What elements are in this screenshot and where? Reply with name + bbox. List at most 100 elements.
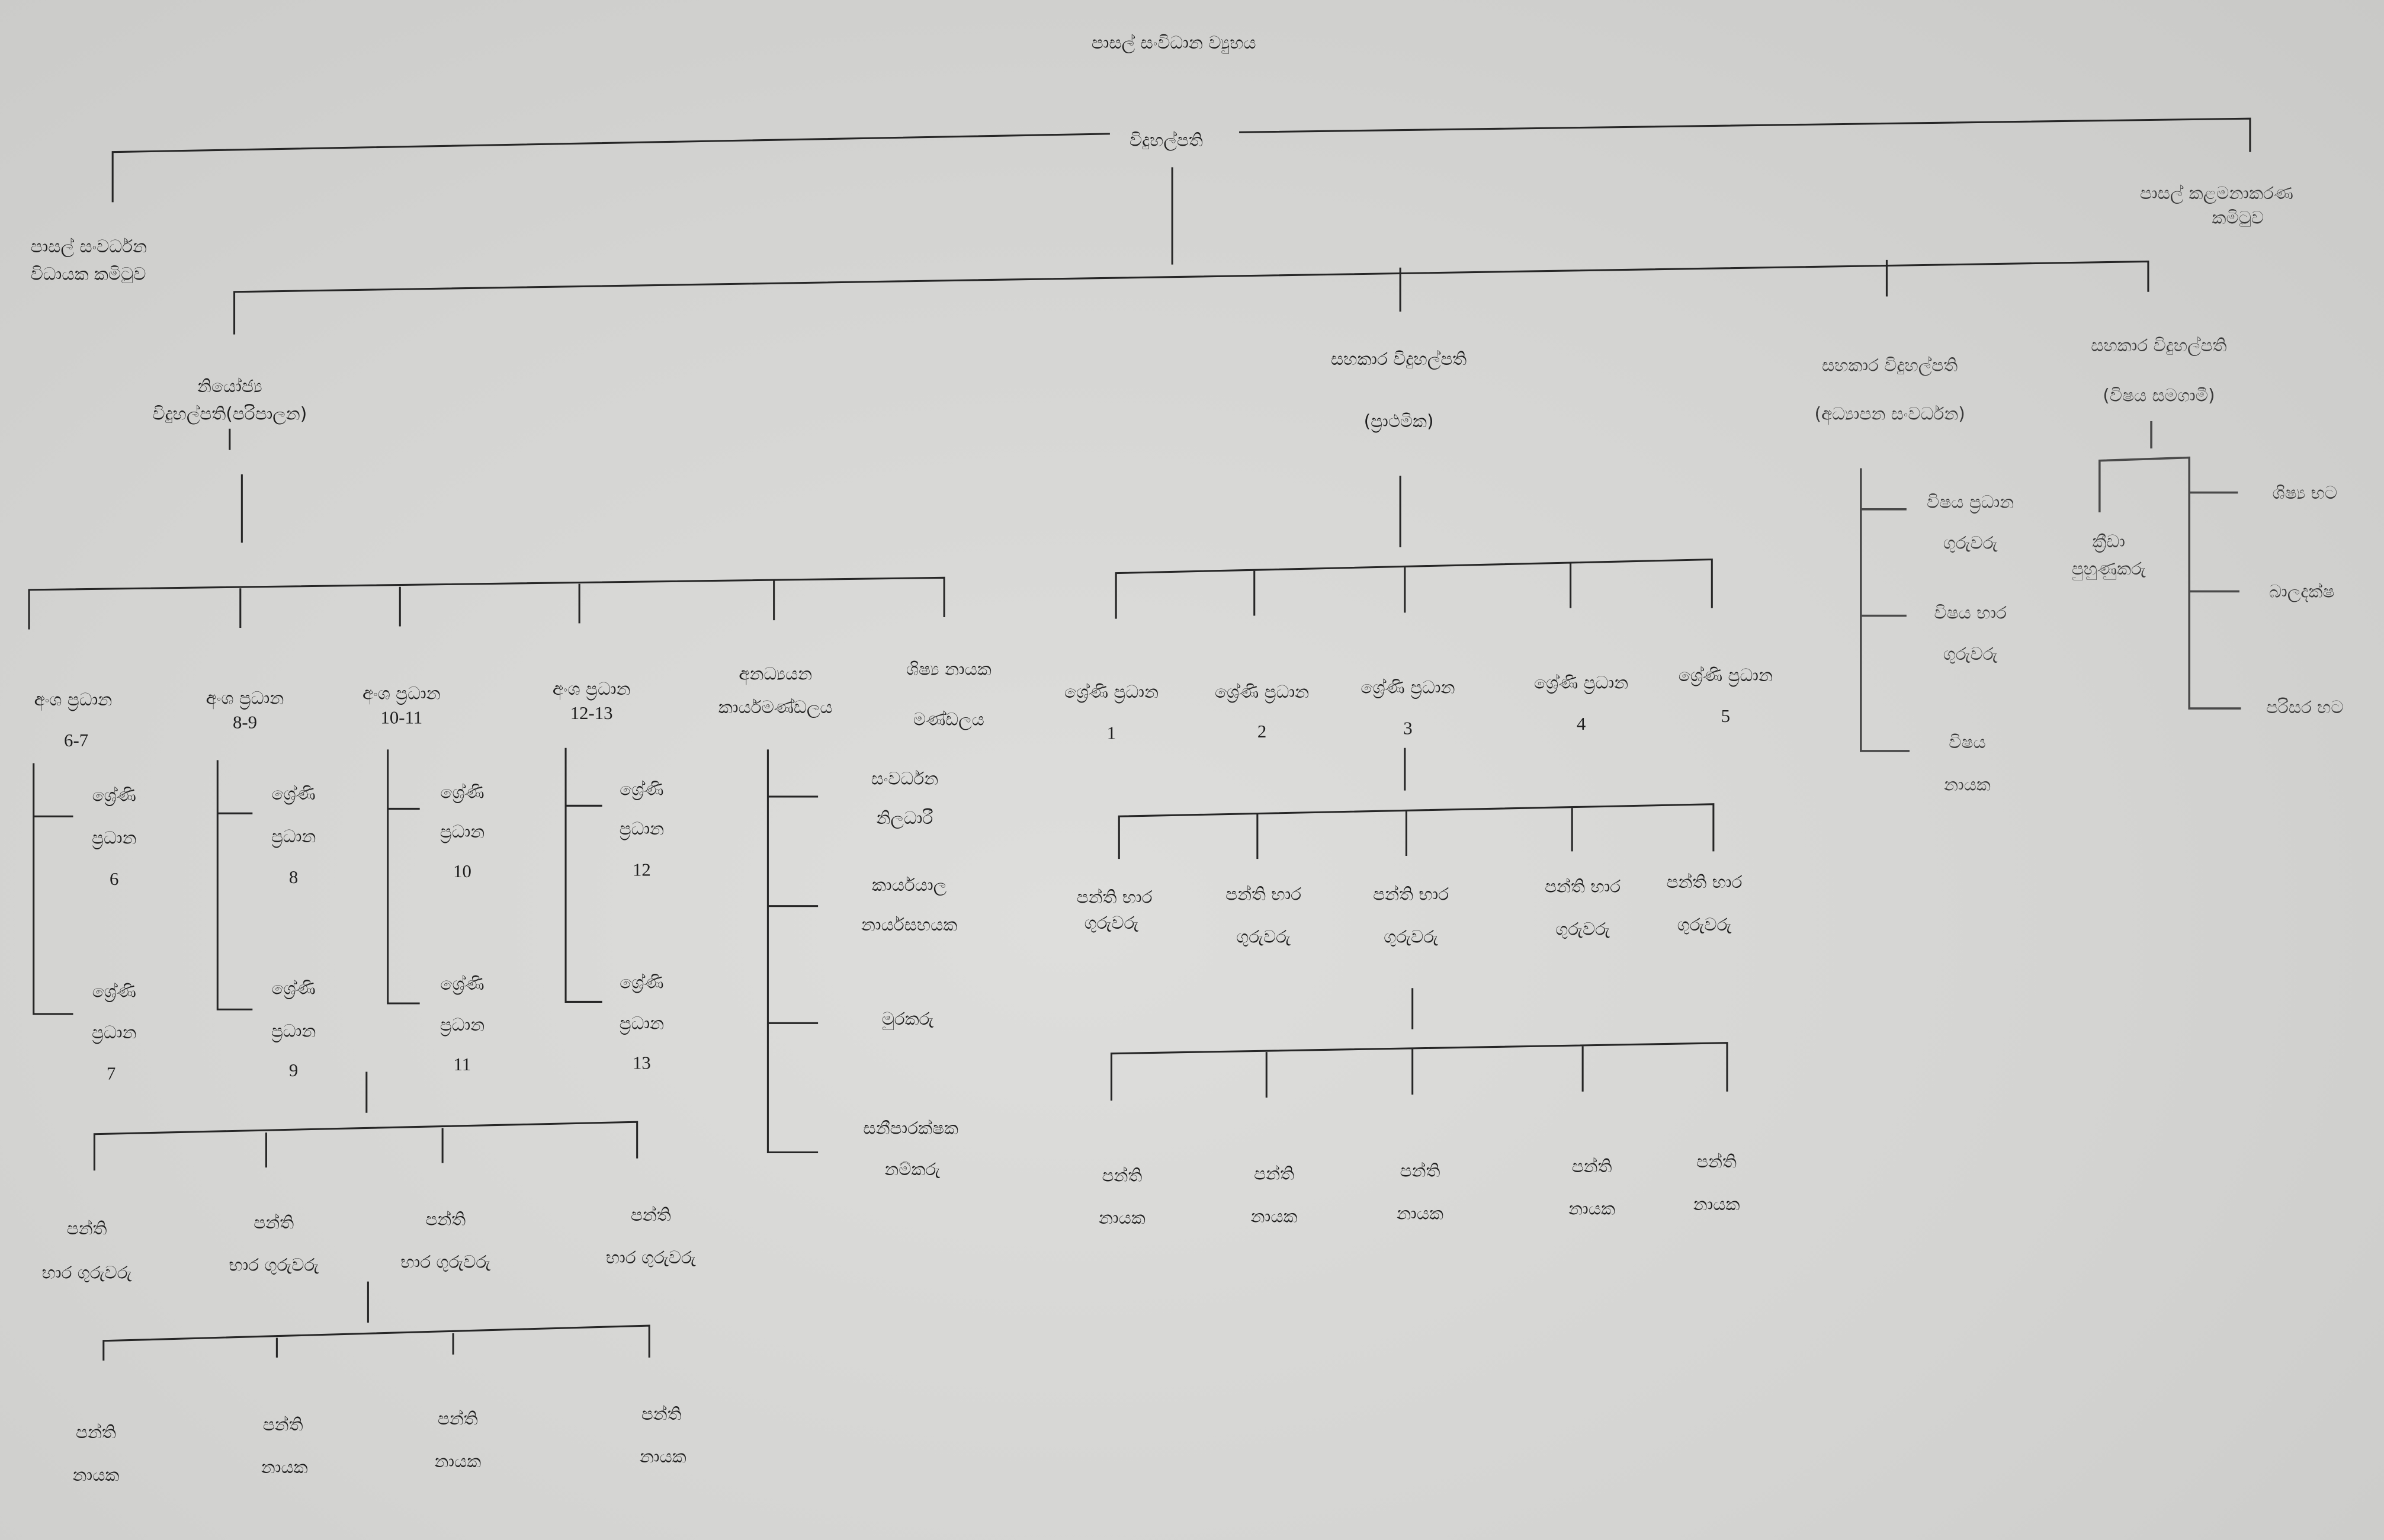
class-monitor-label: නායක	[73, 1465, 120, 1485]
class-teacher-label: භාර ගුරුවරු	[229, 1255, 319, 1275]
staff-item: මුරකරු	[882, 1009, 935, 1031]
cocurricular-item: ශිෂ්‍ය භට	[2273, 483, 2338, 503]
class-monitor-label: පන්ති	[76, 1422, 116, 1442]
primary-class-monitors: පන්ති නායක පන්ති නායක පන්ති නායක පන්ති න…	[1099, 1151, 1740, 1228]
edu-dev-items: විෂය ප්‍රධාන ගුරුවරු විෂය භාර ගුරුවරු වි…	[1927, 492, 2014, 794]
section-head-label: අංශ ප්‍රධාන	[362, 684, 441, 705]
prefects-board-line2: මණ්ඩලය	[913, 709, 984, 730]
grade-head-label: ශ්‍රේණි ප්‍රධාන	[1064, 682, 1159, 703]
grade-head-word: ශ්‍රේණි	[620, 972, 663, 993]
grade-number: 11	[454, 1054, 471, 1074]
grade-head-word: ශ්‍රේණි	[440, 974, 484, 994]
grade-number: 13	[633, 1053, 651, 1073]
class-teacher-label: පන්ති	[67, 1218, 107, 1239]
subject-staff-label: විෂය	[1949, 732, 1985, 752]
grade-number: 7	[107, 1063, 115, 1083]
class-teacher-label: පන්ති	[631, 1205, 671, 1225]
cocurricular-ap-line1: සහකාර විදුහල්පති	[2091, 335, 2226, 356]
class-monitor-label: නායක	[1397, 1203, 1443, 1223]
class-teacher-label: ගුරුවරු	[1384, 926, 1439, 947]
staff-item: සනීපාරක්ෂක	[863, 1118, 958, 1138]
grade-number: 12	[633, 859, 651, 880]
chart-title: පාසල් සංවිධාන ව්‍යුහය	[1092, 33, 1256, 54]
grade-heads-left: ශ්‍රේණි ප්‍රධාන 6 ශ්‍රේණි ප්‍රධාන 7 ශ්‍ර…	[92, 779, 664, 1083]
class-monitor-label: නායක	[261, 1457, 308, 1477]
class-monitor-label: පන්ති	[641, 1404, 682, 1424]
grade-number: 8	[289, 867, 298, 887]
primary-ap-line2: (ප්‍රාථමික)	[1364, 411, 1434, 432]
subject-staff-label: විෂය භාර	[1934, 603, 2007, 623]
grade-number: 9	[289, 1060, 298, 1080]
cocurricular-item: බාලදක්ෂ	[2269, 582, 2334, 602]
non-academic-items: සංවර්ධන නිලධාරී කාර්යයාල නාර්යසහයක මුරකර…	[861, 768, 958, 1179]
class-monitor-label: පන්ති	[438, 1409, 478, 1429]
section-head-range: 6-7	[64, 730, 88, 750]
class-teacher-label: පන්ති	[425, 1209, 466, 1230]
class-monitor-label: නායක	[1693, 1194, 1740, 1214]
grade-head-label: ශ්‍රේණි ප්‍රධාන	[1679, 665, 1773, 686]
class-monitor-label: නායක	[1568, 1199, 1615, 1219]
grade-head-label: ශ්‍රේණි ප්‍රධාන	[1215, 682, 1309, 703]
deputy-principal-line2: විදුහල්පති(පරිපාලන)	[152, 403, 307, 424]
class-monitor-label: පන්ති	[263, 1414, 303, 1435]
grade-number: 1	[1107, 723, 1116, 743]
class-teacher-label: භාර ගුරුවරු	[606, 1247, 697, 1268]
grade-head-word: ශ්‍රේණි	[440, 782, 484, 803]
class-teacher-label: පන්ති භාර	[1225, 884, 1301, 904]
primary-ap-line1: සහකාර විදුහල්පති	[1331, 349, 1467, 370]
edu-dev-ap-line2: (අධ්‍යාපන සංවර්ධන)	[1814, 403, 1965, 425]
subject-staff-label: ගුරුවරු	[1943, 533, 1998, 553]
principal-node: විදුහල්පති	[1130, 130, 1203, 150]
class-monitor-label: පන්ති	[1102, 1165, 1142, 1185]
class-monitor-label: නායක	[640, 1446, 686, 1467]
class-teacher-label: පන්ති භාර	[1077, 887, 1153, 907]
class-teacher-label: ගුරුවරු	[1677, 915, 1732, 935]
section-head-label: අංශ ප්‍රධාන	[34, 689, 113, 711]
section-head-label: අංශ ප්‍රධාන	[553, 679, 631, 701]
subject-staff-label: ගුරුවරු	[1943, 644, 1998, 664]
grade-head-word: ශ්‍රේණි	[92, 785, 136, 806]
class-monitor-label: පන්ති	[1254, 1164, 1294, 1184]
class-monitor-label: පන්ති	[1696, 1151, 1737, 1172]
grade-head-word: ප්‍රධාන	[271, 826, 316, 848]
class-teacher-label: භාර ගුරුවරු	[42, 1263, 133, 1283]
grade-head-word: ප්‍රධාන	[440, 822, 485, 843]
staff-item: කාර්යයාල	[872, 875, 947, 896]
grade-head-word: ශ්‍රේණි	[271, 978, 315, 999]
edu-dev-ap-line1: සහකාර විදුහල්පති	[1822, 355, 1958, 376]
grade-number: 4	[1577, 714, 1586, 734]
class-monitor-label: නායක	[434, 1451, 481, 1471]
prefects-board-line1: ශිෂ්‍ය නායක	[906, 659, 992, 679]
grade-number: 2	[1257, 721, 1266, 742]
sports-coaches-line2: පුහුණුකරු	[2072, 559, 2146, 580]
non-academic-title-line2: කාර්යමණ්ඩලය	[718, 697, 833, 718]
cocurricular-ap-line2: (විෂය සමගාමී)	[2103, 386, 2215, 406]
management-committee-line1: පාසල් කළමනාකරණ	[2140, 183, 2293, 204]
grade-head-label: ශ්‍රේණි ප්‍රධාන	[1361, 677, 1455, 698]
class-teachers-left: පන්ති භාර ගුරුවරු පන්ති භාර ගුරුවරු පන්ත…	[42, 1205, 697, 1283]
grade-number: 5	[1721, 706, 1730, 726]
grade-head-word: ප්‍රධාන	[620, 1013, 665, 1035]
class-monitor-label: නායක	[1251, 1207, 1298, 1227]
grade-head-word: ප්‍රධාන	[92, 827, 137, 849]
grade-head-word: ශ්‍රේණි	[92, 981, 136, 1002]
staff-item: නම්කරු	[884, 1159, 941, 1179]
staff-item: සංවර්ධන	[871, 768, 939, 788]
subject-staff-label: නායක	[1944, 775, 1991, 795]
grade-head-word: ශ්‍රේණි	[620, 779, 663, 800]
class-teacher-label: භාර ගුරුවරු	[400, 1252, 491, 1272]
grade-head-word: ප්‍රධාන	[620, 819, 665, 840]
management-committee-line2: කමිටුව	[2212, 207, 2264, 227]
primary-class-teachers: පන්ති භාර ගුරුවරු පන්ති භාර ගුරුවරු පන්ත…	[1077, 872, 1743, 947]
class-monitor-label: පන්ති	[1400, 1161, 1440, 1181]
class-teacher-label: පන්ති භාර	[1545, 877, 1621, 897]
grade-head-word: ප්‍රධාන	[271, 1021, 316, 1042]
primary-grade-heads: ශ්‍රේණි ප්‍රධාන 1 ශ්‍රේණි ප්‍රධාන 2 ශ්‍ර…	[1064, 665, 1773, 743]
grade-number: 10	[453, 861, 471, 881]
class-monitors-left: පන්ති නායක පන්ති නායක පන්ති නායක පන්ති න…	[73, 1404, 686, 1485]
non-academic-title-line1: අනධ්‍යයන	[739, 663, 812, 685]
class-monitor-label: නායක	[1099, 1208, 1146, 1228]
grade-number: 6	[110, 869, 118, 889]
